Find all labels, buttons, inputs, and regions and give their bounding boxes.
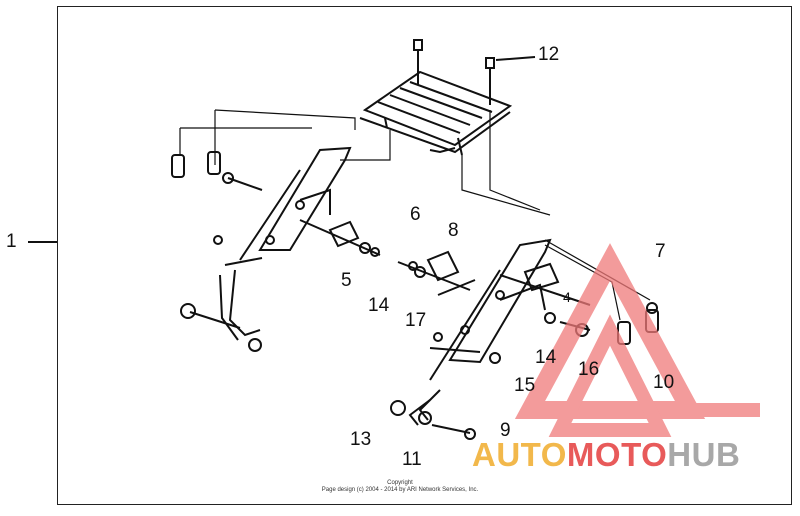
spacer-8 (397, 250, 476, 296)
callout-15: 15 (514, 375, 536, 396)
watermark-hub: HUB (667, 436, 741, 473)
callout-5: 5 (341, 270, 352, 291)
copyright-line-1: Copyright (387, 480, 413, 486)
luggage-rack (359, 70, 513, 156)
diagram-frame (57, 6, 792, 505)
callout-8: 8 (448, 220, 459, 241)
watermark-auto: AUTO (472, 436, 567, 473)
callout-14b: 14 (535, 347, 557, 368)
bolt-12 (413, 39, 536, 105)
copyright-notice: Copyright Page design (c) 2004 - 2014 by… (300, 480, 500, 494)
callout-4: 4 (563, 289, 571, 305)
callout-11: 11 (402, 449, 422, 470)
watermark-logo (514, 243, 760, 437)
right-side-bracket (408, 238, 552, 426)
callout-10: 10 (653, 372, 675, 393)
callout-6: 6 (410, 204, 421, 225)
copyright-line-2: Page design (c) 2004 - 2014 by ARI Netwo… (321, 486, 479, 493)
callout-16: 16 (578, 359, 600, 380)
callout-14a: 14 (368, 295, 390, 316)
watermark-moto: MOTO (566, 436, 668, 473)
callout-1: 1 (6, 231, 17, 252)
watermark-text: AUTOMOTOHUB (472, 438, 740, 471)
callout-13: 13 (350, 429, 372, 450)
left-side-bracket (219, 146, 352, 341)
left-bolts (180, 172, 263, 352)
callout-12: 12 (538, 44, 560, 65)
callout-7: 7 (655, 241, 666, 262)
callout-17: 17 (405, 310, 427, 331)
callout-9: 9 (500, 420, 511, 441)
spacer-5 (299, 219, 381, 257)
left-collars (171, 151, 221, 178)
